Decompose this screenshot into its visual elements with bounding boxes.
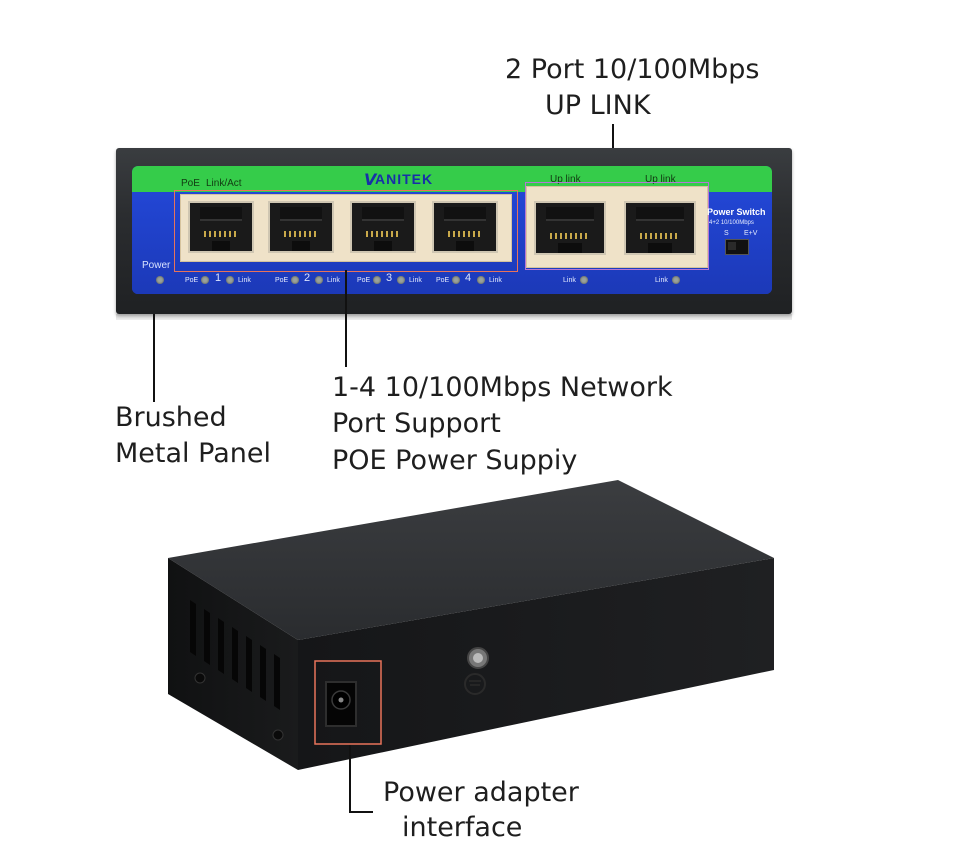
uplink-callout-line1: 2 Port 10/100Mbps xyxy=(505,54,760,85)
port-4-link-label: Link xyxy=(489,277,502,284)
uplink-2-link-led xyxy=(672,276,680,284)
power-switch-title: Power Switch xyxy=(707,207,766,217)
power-switch-pos-ev: E+V xyxy=(744,230,758,237)
poe-port-1 xyxy=(188,201,254,253)
port-4-number: 4 xyxy=(465,272,472,284)
port-1-poe-led xyxy=(201,276,209,284)
panel-leader-line xyxy=(153,314,155,402)
power-adapter-callout-line1: Power adapter xyxy=(383,777,579,808)
network-leader-line xyxy=(345,270,347,367)
power-led xyxy=(156,276,164,284)
port-2-link-led xyxy=(315,276,323,284)
port-4-poe-led xyxy=(452,276,460,284)
uplink-1-link-led xyxy=(580,276,588,284)
power-adapter-callout-line2: interface xyxy=(402,812,523,843)
port-2-link-label: Link xyxy=(327,277,340,284)
poe-strip-label: PoE xyxy=(181,178,200,189)
power-adapter-leader-vertical xyxy=(349,745,351,813)
port-3-link-label: Link xyxy=(409,277,422,284)
port-2-number: 2 xyxy=(304,272,311,284)
network-callout-line3: POE Power Suppiy xyxy=(332,445,578,476)
port-1-poe-label: PoE xyxy=(185,277,199,284)
switch-rear-photo xyxy=(168,480,774,770)
brand-logo-text: ANITEK xyxy=(375,171,434,187)
port-2-poe-label: PoE xyxy=(275,277,289,284)
network-callout-line2: Port Support xyxy=(332,408,501,439)
network-callout-line1: 1-4 10/100Mbps Network xyxy=(332,372,673,403)
uplink-port-2 xyxy=(624,201,696,255)
power-switch-toggle xyxy=(725,239,749,255)
port-3-poe-label: PoE xyxy=(357,277,371,284)
uplink-port-1 xyxy=(534,201,606,255)
power-switch-subtitle: 4+2 10/100Mbps xyxy=(709,220,754,226)
uplink-strip-label-1: Up link xyxy=(550,174,581,185)
port-1-link-label: Link xyxy=(238,277,251,284)
poe-port-2 xyxy=(268,201,334,253)
port-4-poe-label: PoE xyxy=(436,277,450,284)
uplink-ports-highlight xyxy=(525,182,709,270)
link-act-strip-label: Link/Act xyxy=(206,178,242,189)
panel-callout-line1: Brushed xyxy=(115,402,227,433)
port-3-link-led xyxy=(397,276,405,284)
poe-ports-highlight xyxy=(174,190,518,272)
port-3-number: 3 xyxy=(386,272,393,284)
brand-logo-mark: V xyxy=(364,170,377,189)
port-1-link-led xyxy=(226,276,234,284)
panel-callout-line2: Metal Panel xyxy=(115,438,271,469)
uplink-strip-label-2: Up link xyxy=(645,174,676,185)
power-switch-pos-s: S xyxy=(724,230,729,237)
poe-port-4 xyxy=(432,201,498,253)
port-4-link-led xyxy=(477,276,485,284)
port-1-number: 1 xyxy=(215,272,222,284)
port-3-poe-led xyxy=(373,276,381,284)
power-adapter-leader-horizontal xyxy=(349,811,373,813)
uplink-1-link-label: Link xyxy=(563,277,576,284)
power-label: Power xyxy=(142,260,171,271)
uplink-callout-line2: UP LINK xyxy=(545,90,651,121)
uplink-2-link-label: Link xyxy=(655,277,668,284)
port-2-poe-led xyxy=(291,276,299,284)
poe-port-3 xyxy=(350,201,416,253)
